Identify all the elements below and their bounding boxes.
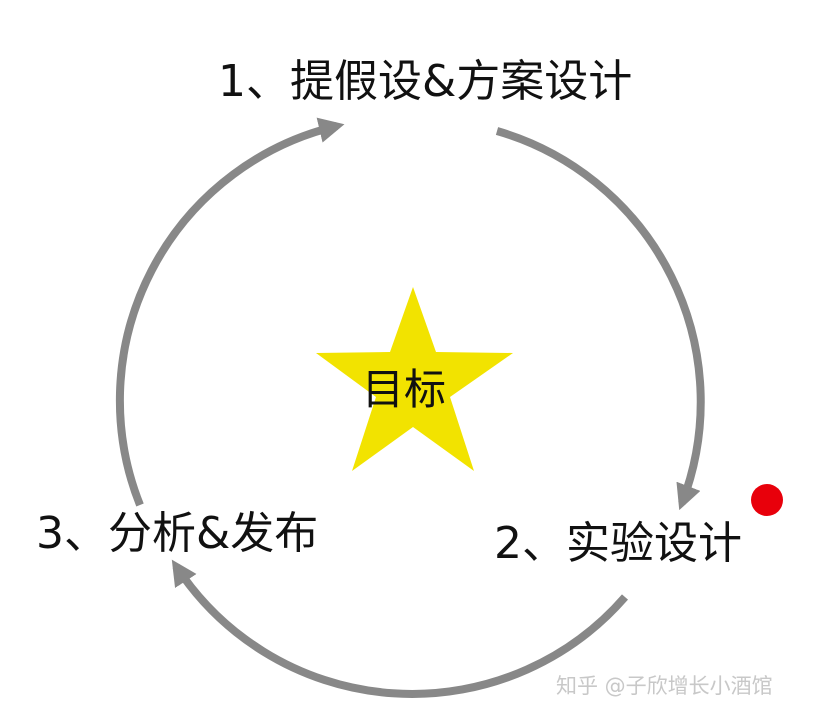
- arrow-stage2-to-stage3: [171, 559, 629, 698]
- goal-star: [316, 287, 513, 471]
- stage-3-label: 3、分析&发布: [36, 508, 319, 559]
- stage-1-label: 1、提假设&方案设计: [218, 56, 633, 107]
- red-dot-marker: [751, 484, 783, 516]
- arrow-stage3-to-stage1: [115, 117, 345, 507]
- stage-2-label: 2、实验设计: [494, 518, 742, 569]
- goal-label: 目标: [362, 365, 447, 414]
- arrow-stage1-to-stage2: [495, 127, 705, 511]
- watermark-text: 知乎 @子欣增长小酒馆: [556, 674, 773, 698]
